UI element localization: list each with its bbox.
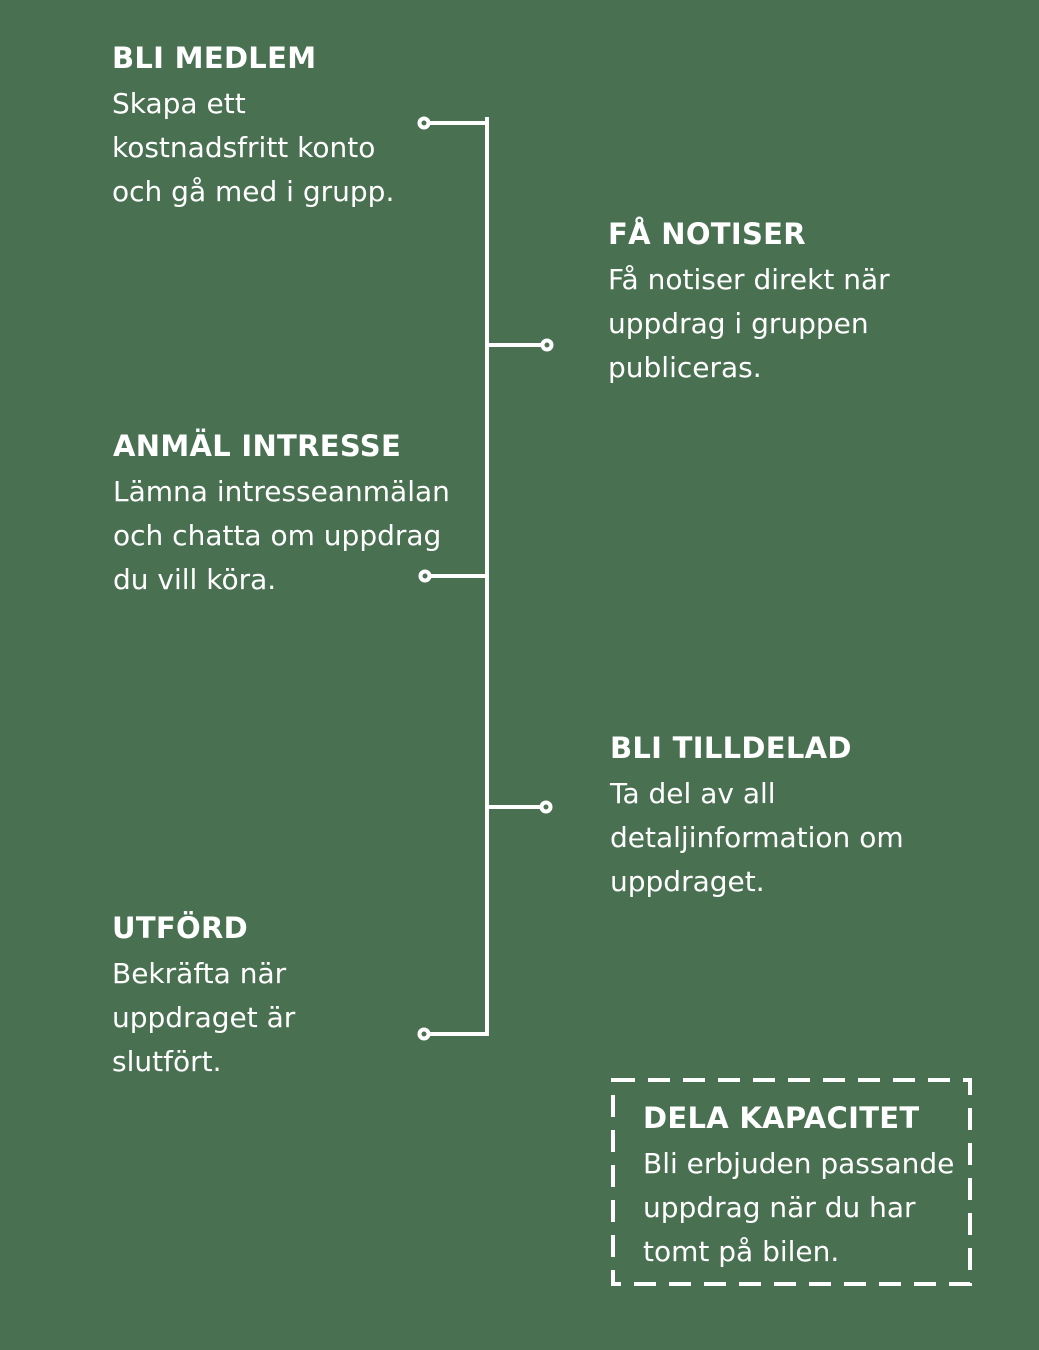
step-title: UTFÖRD — [112, 911, 248, 945]
step-title: BLI MEDLEM — [112, 41, 317, 75]
step-fa-notiser: FÅ NOTISER Få notiser direkt när uppdrag… — [608, 216, 890, 390]
step-description-line: Få notiser direkt när — [608, 263, 890, 296]
connector-dot-icon — [540, 338, 554, 352]
step-utford: UTFÖRD Bekräfta när uppdraget är slutför… — [112, 910, 295, 1084]
connector-dot-icon — [539, 800, 553, 814]
step-description-line: du vill köra. — [113, 563, 277, 596]
step-description-line: kostnadsfritt konto — [112, 131, 376, 164]
callout-description-line: tomt på bilen. — [643, 1235, 840, 1268]
step-description-line: Lämna intresseanmälan — [113, 475, 450, 508]
callout-description-line: Bli erbjuden passande — [643, 1147, 955, 1180]
callout-content: DELA KAPACITET Bli erbjuden passande upp… — [643, 1100, 972, 1274]
step-description-line: och chatta om uppdrag — [113, 519, 442, 552]
dashed-border — [611, 1078, 972, 1286]
step-bli-medlem: BLI MEDLEM Skapa ett kostnadsfritt konto… — [112, 40, 394, 214]
callout-dela-kapacitet: DELA KAPACITET Bli erbjuden passande upp… — [611, 1078, 972, 1286]
step-anmal-intresse: ANMÄL INTRESSE Lämna intresseanmälan och… — [113, 428, 450, 602]
step-title: FÅ NOTISER — [608, 217, 806, 251]
connector-dot-icon — [417, 1027, 431, 1041]
connector-dot-icon — [417, 116, 431, 130]
step-description-line: Skapa ett — [112, 87, 246, 120]
callout-title: DELA KAPACITET — [643, 1101, 920, 1135]
step-description-line: och gå med i grupp. — [112, 175, 395, 208]
step-bli-tilldelad: BLI TILLDELAD Ta del av all detaljinform… — [610, 730, 904, 904]
connector-dot-icon — [418, 569, 432, 583]
step-description-line: publiceras. — [608, 351, 762, 384]
step-title: BLI TILLDELAD — [610, 731, 852, 765]
callout-description-line: uppdrag när du har — [643, 1191, 916, 1224]
step-description-line: slutfört. — [112, 1045, 222, 1078]
step-description-line: uppdraget. — [610, 865, 765, 898]
step-description-line: uppdrag i gruppen — [608, 307, 869, 340]
step-description-line: uppdraget är — [112, 1001, 296, 1034]
step-title: ANMÄL INTRESSE — [113, 429, 402, 463]
step-description-line: detaljinformation om — [610, 821, 904, 854]
step-description-line: Bekräfta när — [112, 957, 287, 990]
step-description-line: Ta del av all — [610, 777, 776, 810]
